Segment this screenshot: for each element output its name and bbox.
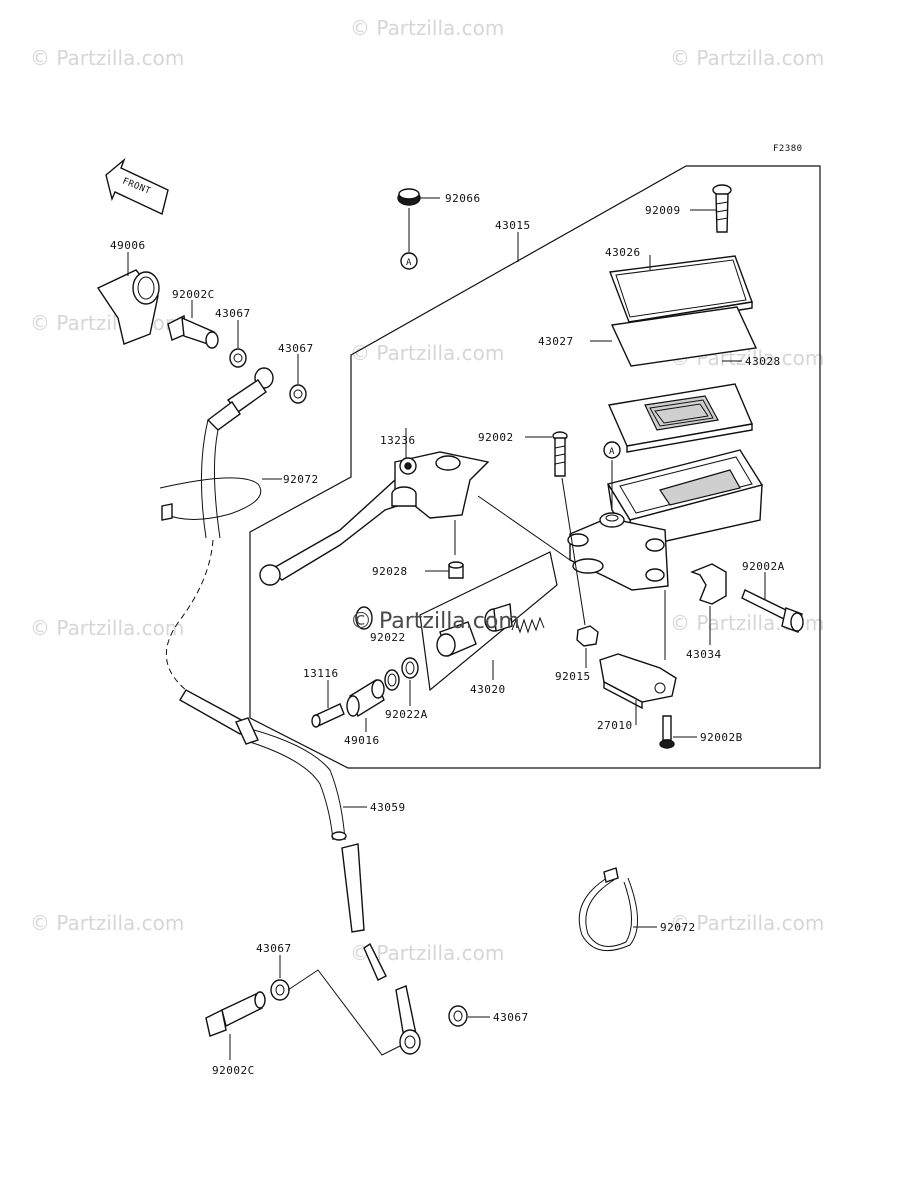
- part-92015-nut: [576, 625, 599, 668]
- part-43067-washer-c: [270, 955, 290, 1001]
- watermark: © Partzilla.com: [350, 341, 504, 365]
- part-43067-washer-a: [229, 320, 247, 368]
- watermark: © Partzilla.com: [30, 311, 184, 335]
- part-label-13236: 13236: [380, 434, 416, 447]
- part-label-92072-b: 92072: [660, 921, 696, 934]
- part-label-43028: 43028: [745, 355, 781, 368]
- part-label-43067-a: 43067: [215, 307, 251, 320]
- part-label-92002: 92002: [478, 431, 514, 444]
- part-label-13116: 13116: [303, 667, 339, 680]
- watermark: © Partzilla.com: [30, 911, 184, 935]
- watermark: © Partzilla.com: [350, 16, 504, 40]
- part-clutch-hose-upper: [159, 367, 282, 691]
- part-92002a-bolt: [741, 572, 804, 633]
- part-label-43015: 43015: [495, 219, 531, 232]
- part-label-43067-c: 43067: [256, 942, 292, 955]
- part-92022a-ring: [401, 657, 419, 706]
- part-master-cylinder-body: A: [477, 441, 669, 591]
- part-label-43026: 43026: [605, 246, 641, 259]
- watermark: © Partzilla.com: [670, 46, 824, 70]
- part-92009-screw: [690, 184, 732, 233]
- part-label-92028: 92028: [372, 565, 408, 578]
- part-label-92015: 92015: [555, 670, 591, 683]
- callout-a: A: [406, 258, 412, 268]
- watermark: © Partzilla.com: [30, 46, 184, 70]
- part-49016-boot: [346, 678, 385, 732]
- part-label-92022a: 92022A: [385, 708, 428, 721]
- part-label-43059: 43059: [370, 801, 406, 814]
- part-13116-pushrod: [311, 680, 345, 728]
- assembly-frame: [249, 165, 821, 769]
- part-label-92066: 92066: [445, 192, 481, 205]
- part-label-43027: 43027: [538, 335, 574, 348]
- part-43067-washer-d: [448, 1005, 490, 1027]
- part-43034-clamp: [690, 563, 727, 645]
- part-label-43034: 43034: [686, 648, 722, 661]
- part-label-43067-d: 43067: [493, 1011, 529, 1024]
- part-92022-circlip: [384, 669, 400, 691]
- diagram-code: F2380: [773, 144, 803, 154]
- part-label-49006: 49006: [110, 239, 146, 252]
- part-43067-washer-b: [289, 354, 307, 404]
- part-43020-piston-kit: [355, 551, 558, 692]
- part-label-92022: 92022: [370, 631, 406, 644]
- part-43027-plate: [590, 306, 758, 367]
- part-label-49016: 49016: [344, 734, 380, 747]
- part-43028-diaphragm: [607, 360, 753, 453]
- part-92028-pin: [425, 561, 464, 579]
- part-43059-hose: [179, 689, 421, 1055]
- part-label-43020: 43020: [470, 683, 506, 696]
- watermark-layer: © Partzilla.com © Partzilla.com © Partzi…: [30, 16, 824, 965]
- part-label-92002c-top: 92002C: [172, 288, 215, 301]
- part-label-92002c-bot: 92002C: [212, 1064, 255, 1077]
- watermark: © Partzilla.com: [30, 616, 184, 640]
- part-92002-bolt: [525, 431, 586, 626]
- part-label-43067-b: 43067: [278, 342, 314, 355]
- part-92072-clamp-lower: [578, 867, 657, 952]
- part-label-27010: 27010: [597, 719, 633, 732]
- part-label-92002a: 92002A: [742, 560, 785, 573]
- part-label-92009: 92009: [645, 204, 681, 217]
- part-label-92002b: 92002B: [700, 731, 743, 744]
- part-label-92072-a: 92072: [283, 473, 319, 486]
- part-92002c-banjo-bolt-bottom: [205, 969, 401, 1060]
- part-27010-switch: [599, 590, 677, 725]
- part-13236-lever: [259, 428, 490, 586]
- callout-a-body: A: [609, 447, 615, 457]
- part-92002b-screw: [659, 715, 697, 749]
- part-92002c-banjo-bolt-top: [167, 300, 219, 349]
- front-arrow: FRONT: [105, 157, 169, 215]
- center-watermark: © Partzilla.com: [350, 609, 520, 634]
- part-92066-cap: A: [397, 188, 440, 270]
- watermark: © Partzilla.com: [670, 911, 824, 935]
- part-49006-cap: [96, 252, 160, 345]
